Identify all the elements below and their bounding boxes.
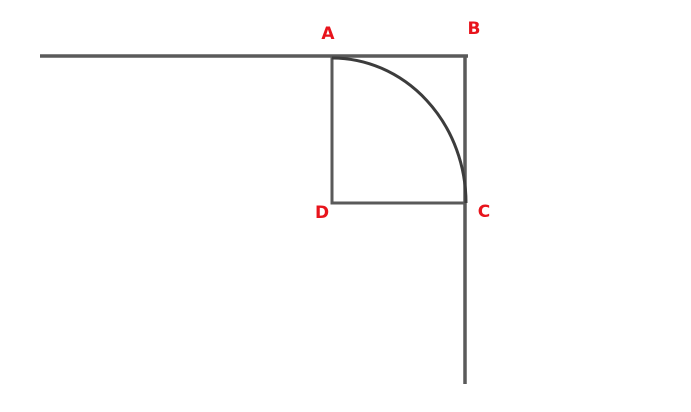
label-point-b: B — [468, 19, 481, 39]
quarter-arc — [331, 56, 468, 204]
label-point-c: C — [478, 202, 490, 222]
label-point-a: A — [321, 24, 335, 44]
label-point-d: D — [315, 203, 329, 223]
